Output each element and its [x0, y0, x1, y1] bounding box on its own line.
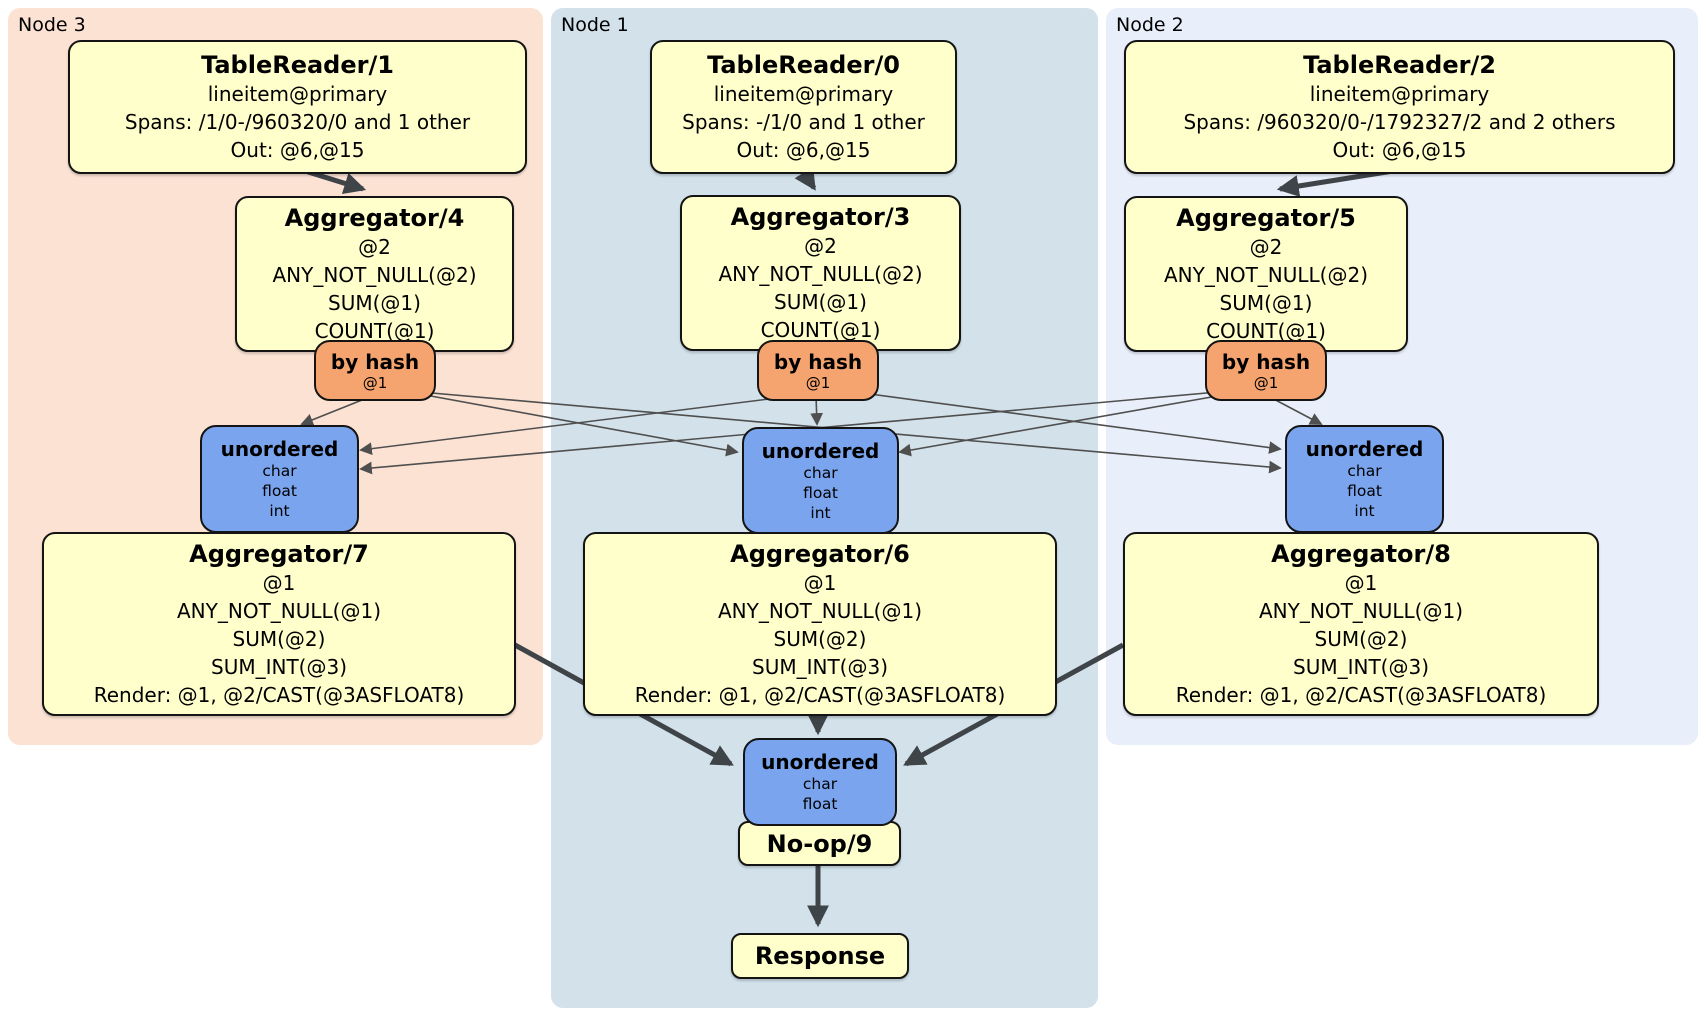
edge-tr1-agg4 — [304, 168, 367, 194]
unordered-sync: unordered char float int — [200, 425, 359, 533]
aggregator-box: Aggregator/7 @1 ANY_NOT_NULL(@1) SUM(@2)… — [42, 532, 516, 716]
processor-title: TableReader/2 — [1303, 51, 1496, 79]
aggregator-box: Aggregator/6 @1 ANY_NOT_NULL(@1) SUM(@2)… — [583, 532, 1057, 716]
processor-title: Aggregator/3 — [730, 203, 911, 231]
edge-hash2-sync1 — [898, 391, 1241, 457]
processor-line: @2 — [358, 235, 391, 259]
processor-line: ANY_NOT_NULL(@1) — [1259, 599, 1463, 623]
processor-line: SUM(@2) — [773, 627, 867, 651]
processor-line: ANY_NOT_NULL(@2) — [1164, 263, 1368, 287]
aggregator-box: Aggregator/3 @2 ANY_NOT_NULL(@2) SUM(@1)… — [680, 195, 961, 351]
router-title: by hash — [330, 349, 420, 374]
processor-title: Aggregator/5 — [1176, 204, 1356, 232]
processor-line: Render: @1, @2/CAST(@3ASFLOAT8) — [93, 683, 465, 707]
processor-line: COUNT(@1) — [314, 319, 435, 343]
processor-line: SUM(@1) — [1219, 291, 1313, 315]
table-reader-box: TableReader/0 lineitem@primary Spans: -/… — [650, 40, 957, 174]
processor-line: @1 — [262, 571, 296, 595]
processor-line: lineitem@primary — [713, 82, 894, 106]
processor-line: SUM_INT(@3) — [1293, 655, 1429, 679]
table-reader-box: TableReader/2 lineitem@primary Spans: /9… — [1124, 40, 1675, 174]
processor-line: SUM_INT(@3) — [211, 655, 347, 679]
aggregator-box: Aggregator/4 @2 ANY_NOT_NULL(@2) SUM(@1)… — [235, 196, 514, 352]
edge-hash1-sync3 — [359, 395, 794, 456]
hash-router: by hash @1 — [1205, 340, 1327, 401]
sync-title: unordered — [1305, 437, 1424, 461]
hash-router: by hash @1 — [757, 340, 879, 401]
unordered-sync: unordered char float int — [1285, 425, 1444, 533]
sync-line: int — [269, 502, 290, 520]
router-title: by hash — [773, 349, 863, 374]
processor-line: lineitem@primary — [207, 82, 388, 106]
processor-line: ANY_NOT_NULL(@2) — [272, 263, 477, 287]
processor-line: ANY_NOT_NULL(@1) — [718, 599, 922, 623]
response-title: Response — [754, 942, 886, 970]
processor-line: @1 — [803, 571, 837, 595]
processor-line: ANY_NOT_NULL(@1) — [177, 599, 381, 623]
sync-title: unordered — [761, 438, 880, 463]
sync-line: int — [810, 503, 831, 522]
noop-box: No-op/9 — [738, 821, 901, 866]
processor-line: Out: @6,@15 — [1332, 138, 1467, 162]
processor-line: Spans: /1/0-/960320/0 and 1 other — [124, 110, 471, 134]
processor-line: @1 — [1344, 571, 1378, 595]
node-label: Node 1 — [561, 14, 629, 36]
node-label: Node 3 — [18, 14, 86, 36]
aggregator-box: Aggregator/8 @1 ANY_NOT_NULL(@1) SUM(@2)… — [1123, 532, 1599, 716]
sync-line: char — [803, 463, 838, 482]
processor-title: Aggregator/6 — [730, 540, 910, 568]
processor-line: SUM(@1) — [328, 291, 421, 315]
processor-line: @2 — [804, 234, 837, 258]
hash-router: by hash @1 — [314, 340, 436, 401]
edge-hash1-sync2 — [839, 389, 1282, 454]
noop-title: No-op/9 — [766, 829, 873, 858]
sync-line: int — [1354, 502, 1375, 520]
processor-title: TableReader/0 — [707, 51, 900, 79]
router-title: by hash — [1221, 349, 1311, 374]
sync-line: char — [802, 775, 838, 793]
response-box: Response — [731, 933, 909, 979]
processor-line: SUM(@1) — [774, 290, 867, 314]
processor-line: @2 — [1249, 235, 1283, 259]
unordered-sync-final: unordered char float — [743, 738, 897, 826]
router-detail: @1 — [805, 373, 831, 392]
sync-line: float — [262, 482, 297, 500]
processor-title: TableReader/1 — [201, 51, 394, 79]
sync-title: unordered — [761, 750, 879, 774]
node-label: Node 2 — [1116, 14, 1184, 36]
unordered-sync: unordered char float int — [742, 427, 899, 534]
sync-title: unordered — [220, 437, 339, 461]
aggregator-box: Aggregator/5 @2 ANY_NOT_NULL(@2) SUM(@1)… — [1124, 196, 1408, 352]
router-detail: @1 — [362, 373, 388, 392]
processor-line: COUNT(@1) — [760, 318, 881, 342]
processor-title: Aggregator/8 — [1271, 540, 1451, 568]
processor-line: lineitem@primary — [1309, 82, 1490, 106]
edge-tr2-agg5 — [1276, 168, 1394, 197]
sync-line: float — [802, 795, 838, 813]
processor-line: Spans: -/1/0 and 1 other — [682, 110, 925, 134]
sync-line: char — [1347, 462, 1382, 480]
processor-line: Spans: /960320/0-/1792327/2 and 2 others — [1183, 110, 1616, 134]
processor-title: Aggregator/7 — [189, 540, 369, 568]
processor-line: Out: @6,@15 — [736, 138, 871, 162]
processor-line: Render: @1, @2/CAST(@3ASFLOAT8) — [634, 683, 1006, 707]
router-detail: @1 — [1253, 373, 1279, 392]
processor-line: Render: @1, @2/CAST(@3ASFLOAT8) — [1175, 683, 1547, 707]
processor-title: Aggregator/4 — [284, 204, 465, 232]
processor-line: COUNT(@1) — [1206, 319, 1326, 343]
processor-line: ANY_NOT_NULL(@2) — [718, 262, 923, 286]
processor-line: Out: @6,@15 — [230, 138, 365, 162]
sync-line: float — [803, 483, 838, 502]
sync-line: char — [262, 462, 297, 480]
processor-line: SUM_INT(@3) — [752, 655, 888, 679]
sync-line: float — [1347, 482, 1382, 500]
edge-hash3-sync1 — [397, 389, 739, 457]
processor-line: SUM(@2) — [1314, 627, 1408, 651]
table-reader-box: TableReader/1 lineitem@primary Spans: /1… — [68, 40, 527, 174]
processor-line: SUM(@2) — [232, 627, 326, 651]
